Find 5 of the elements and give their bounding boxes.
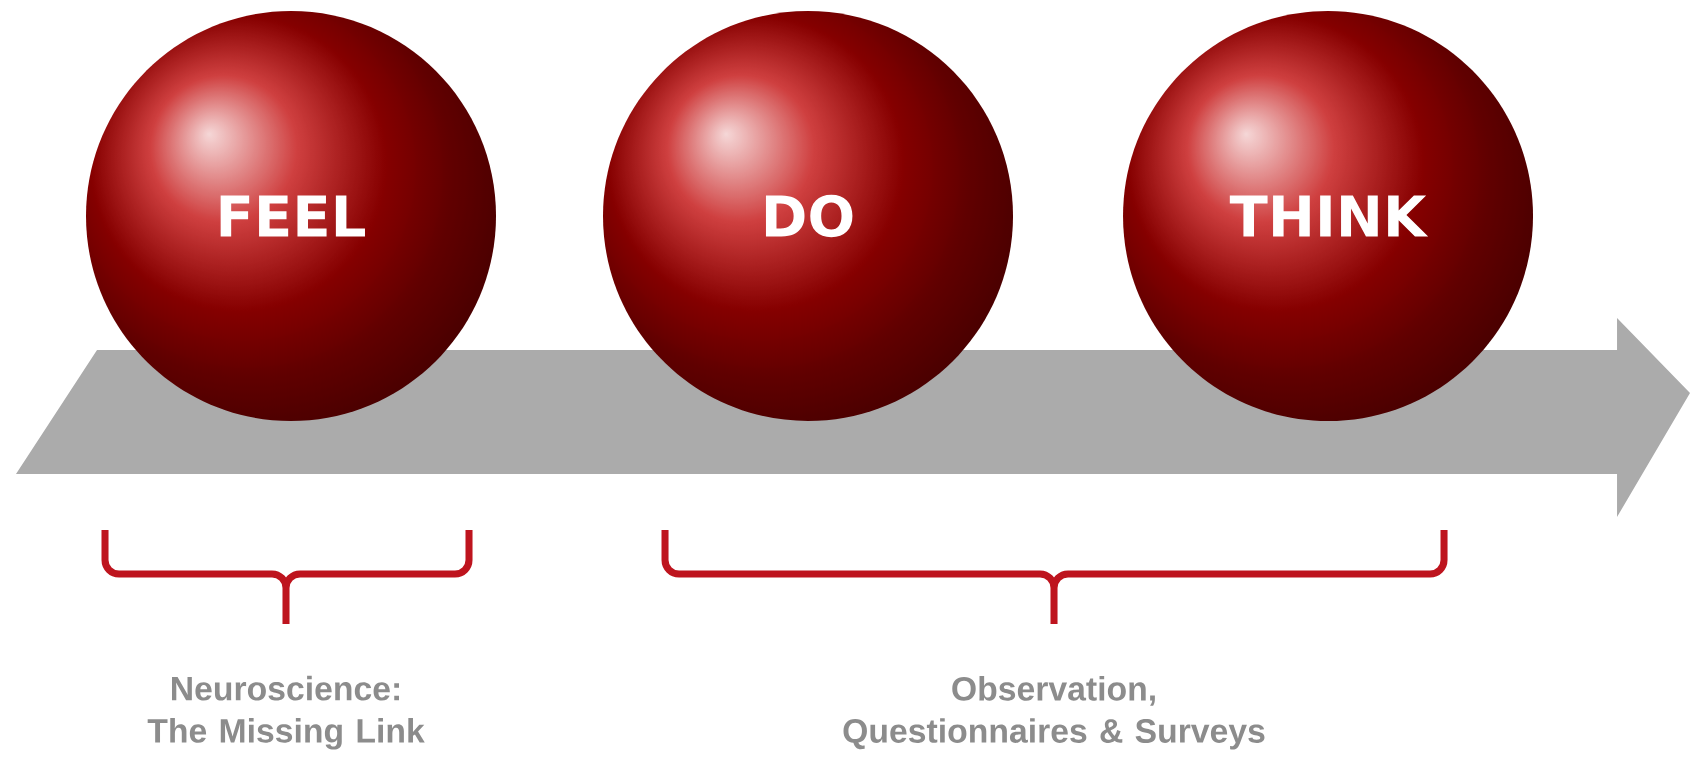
caption-text: Observation, Questionnaires & Surveys: [843, 676, 1265, 750]
sphere: DO: [765, 194, 853, 238]
sphere: THINK: [1229, 195, 1429, 237]
sphere: FEEL: [220, 195, 365, 237]
caption-text: Neuroscience: The Missing Link: [147, 675, 425, 750]
